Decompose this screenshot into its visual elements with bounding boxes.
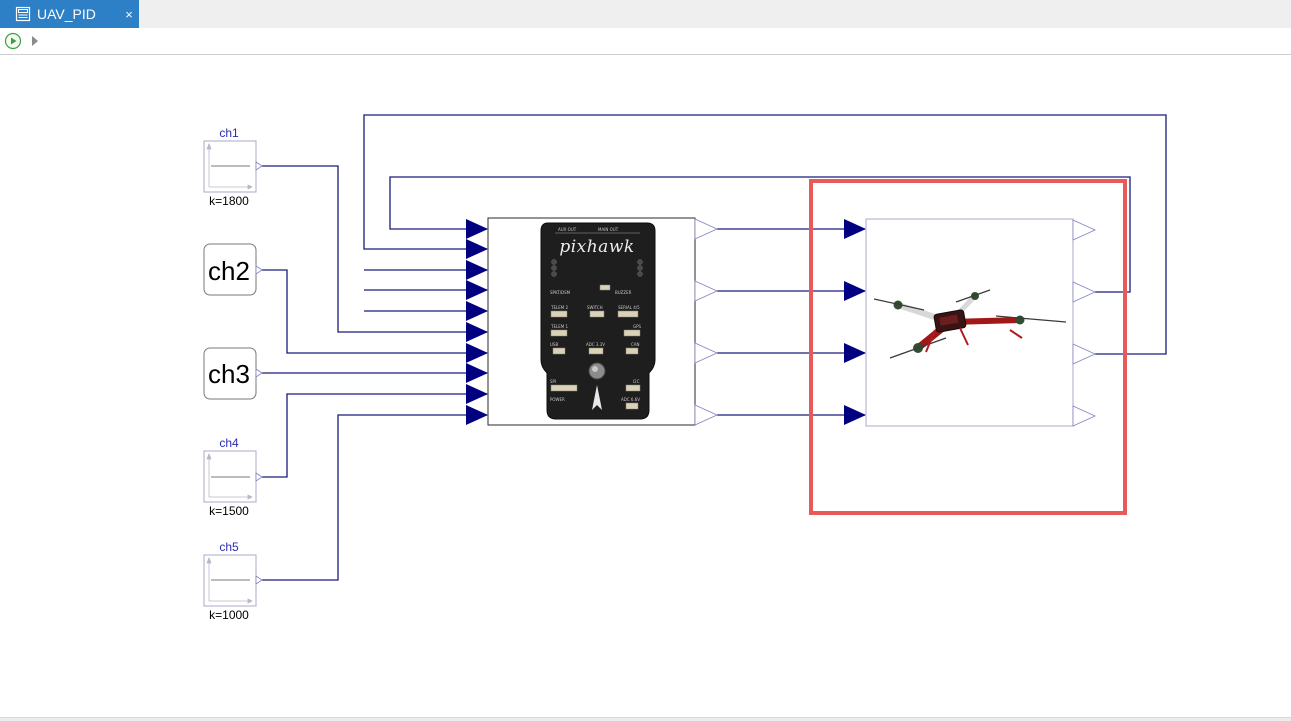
label-telem2: TELEM 2 xyxy=(550,305,568,310)
tab-title: UAV_PID xyxy=(37,6,96,22)
block-diagram: ch1 k=1800 ch2 ch3 ch4 xyxy=(203,114,1167,622)
triangle-right-icon[interactable] xyxy=(29,33,41,49)
port-connector-icons xyxy=(550,284,641,410)
wire-ch5[interactable] xyxy=(262,405,488,581)
diagram-canvas[interactable]: ch1 k=1800 ch2 ch3 ch4 xyxy=(0,55,1291,715)
block-ch5-name: ch5 xyxy=(219,540,239,554)
status-bar xyxy=(0,717,1291,721)
plant-output-ports xyxy=(1072,219,1096,427)
block-ch1-param: k=1800 xyxy=(209,194,249,208)
block-ch5-param: k=1000 xyxy=(209,608,249,622)
label-spkt: SPKT/DSM xyxy=(550,290,571,295)
controller-output-ports xyxy=(694,218,718,426)
block-quadcopter-plant[interactable] xyxy=(865,218,1096,427)
block-ch2[interactable]: ch2 xyxy=(203,243,263,296)
status-led-icons xyxy=(551,259,643,277)
block-ch4-param: k=1500 xyxy=(209,504,249,518)
play-icon[interactable] xyxy=(4,32,22,50)
step-signal-icon xyxy=(206,556,253,604)
label-aux-out: AUX OUT xyxy=(558,227,577,232)
block-ch2-name: ch2 xyxy=(208,256,250,286)
tab-close-button[interactable]: × xyxy=(125,6,133,22)
label-switch: SWITCH xyxy=(587,305,603,310)
block-ch4-name: ch4 xyxy=(219,436,239,450)
toolbar xyxy=(0,28,1291,55)
block-ch1[interactable]: ch1 k=1800 xyxy=(203,126,263,208)
label-gps: GPS xyxy=(633,324,642,329)
wire-feedback-outer[interactable] xyxy=(363,114,1167,355)
block-pixhawk-controller[interactable]: AUX OUT MAIN OUT pixhawk SPKT/DSM BUZZER… xyxy=(487,217,718,426)
label-adc33: ADC 3.3V xyxy=(586,342,605,347)
wire-ch2[interactable] xyxy=(262,269,488,363)
pixhawk-logo: pixhawk xyxy=(559,237,634,257)
label-can: CAN xyxy=(631,342,640,347)
quadcopter-icon xyxy=(873,289,1067,359)
label-spi: SPI xyxy=(550,379,556,384)
label-buzzer: BUZZER xyxy=(615,290,632,295)
orientation-arrow-icon xyxy=(592,385,602,410)
block-ch3[interactable]: ch3 xyxy=(203,347,263,400)
block-ch1-name: ch1 xyxy=(219,126,239,140)
selection-highlight xyxy=(809,179,1127,515)
label-serial45: SERIAL 4/5 xyxy=(618,305,640,310)
label-main-out: MAIN OUT xyxy=(598,227,619,232)
label-adc66: ADC 6.6V xyxy=(621,397,640,402)
label-telem1: TELEM 1 xyxy=(550,324,568,329)
label-usb: USB xyxy=(550,342,558,347)
pixhawk-board-image xyxy=(540,222,656,420)
block-ch4[interactable]: ch4 k=1500 xyxy=(203,436,263,518)
step-signal-icon xyxy=(206,142,253,190)
tab-bar: UAV_PID × xyxy=(0,0,1291,28)
block-ch3-name: ch3 xyxy=(208,359,250,389)
model-diagram-icon xyxy=(15,6,31,22)
label-power: POWER xyxy=(550,397,565,402)
wire-ch1[interactable] xyxy=(262,165,488,342)
tab-uav-pid[interactable]: UAV_PID × xyxy=(0,0,139,28)
step-signal-icon xyxy=(206,452,253,500)
label-i2c: I2C xyxy=(633,379,640,384)
block-ch5[interactable]: ch5 k=1000 xyxy=(203,540,263,622)
wire-ch4[interactable] xyxy=(262,384,488,478)
